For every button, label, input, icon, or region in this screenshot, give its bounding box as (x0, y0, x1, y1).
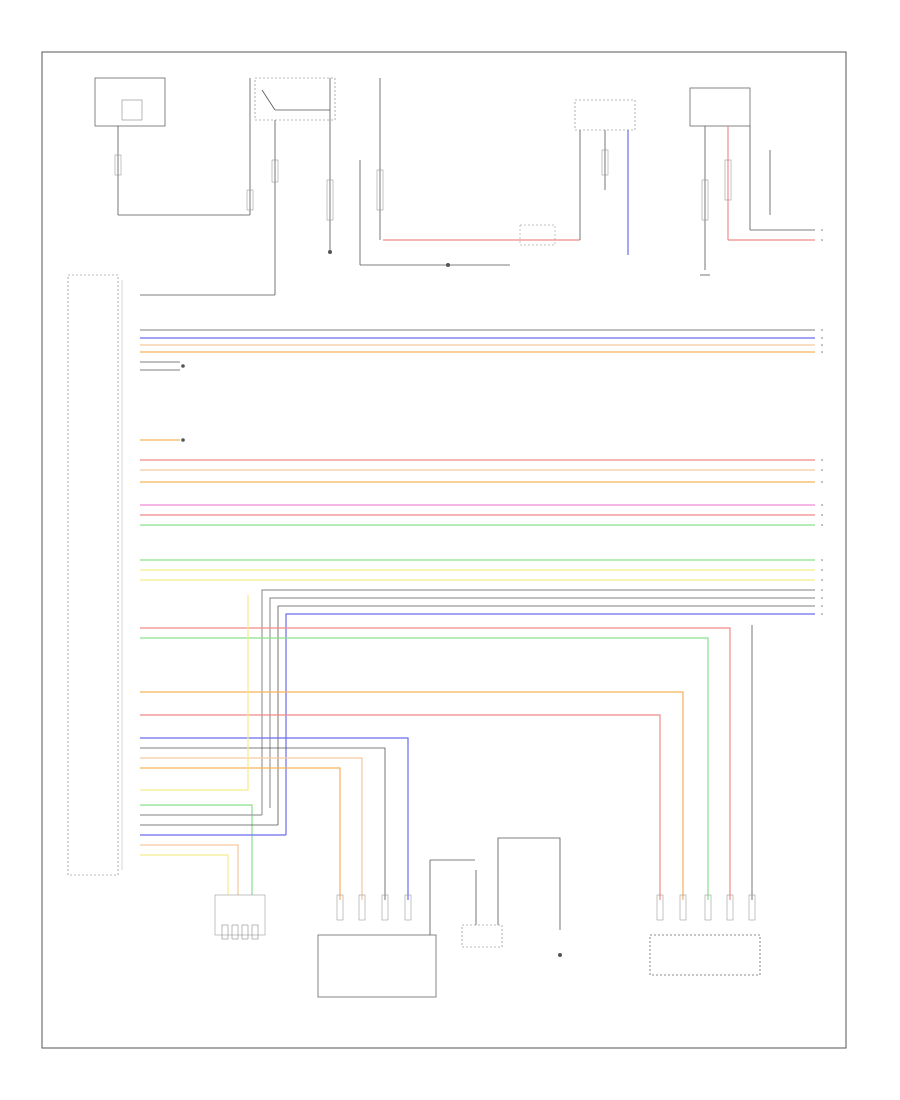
diagram-frame (41, 51, 847, 1049)
right-terminators (821, 229, 823, 615)
harness-wires-upper (140, 329, 815, 442)
bottom-center-sensor (317, 859, 475, 998)
red-wire-top-center (359, 78, 581, 267)
harness-wires-middle (140, 459, 815, 581)
drop-wires (140, 589, 815, 900)
bottom-right-sensor (649, 894, 761, 976)
top-center-switch (254, 77, 336, 295)
top-right-unit (574, 99, 636, 255)
top-left-component (94, 77, 254, 216)
top-far-right-component (689, 87, 815, 276)
bottom-middle-switch (461, 837, 562, 957)
ecu-box (67, 274, 275, 876)
bottom-left-connector (214, 894, 266, 940)
